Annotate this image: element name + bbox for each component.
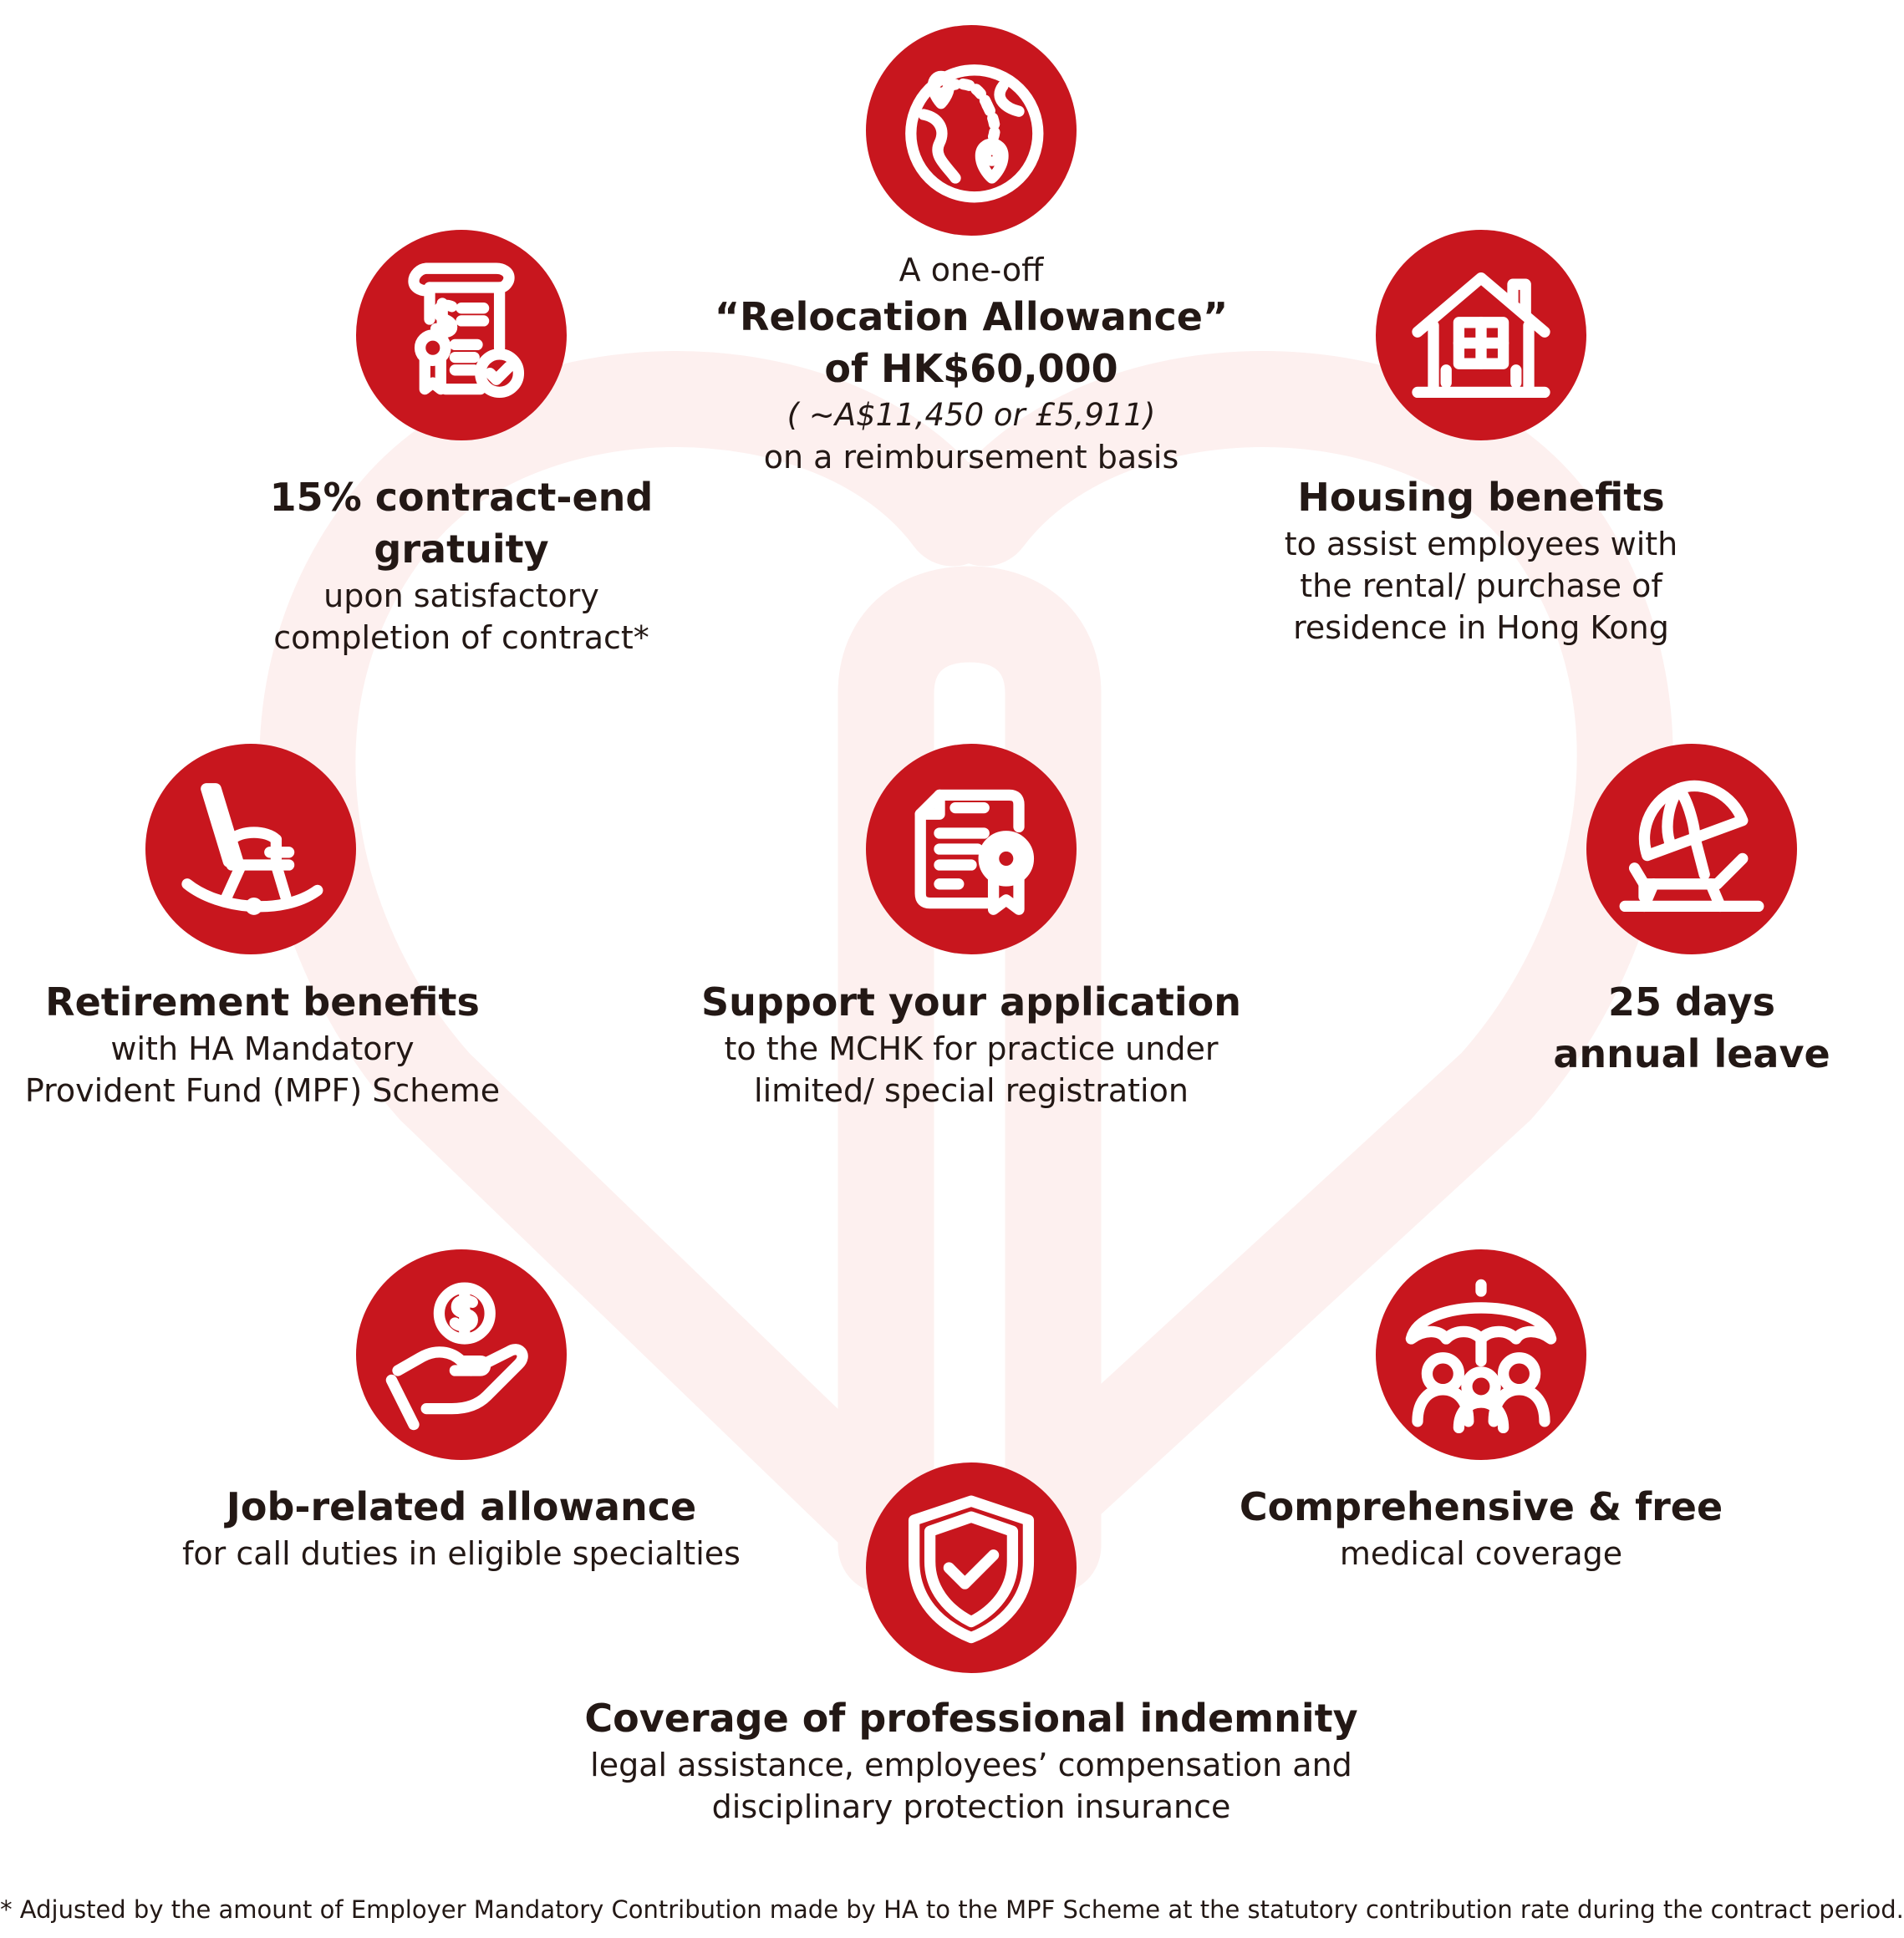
housing-desc-line3: residence in Hong Kong	[1293, 609, 1669, 646]
shield-check-icon	[908, 1495, 1035, 1644]
footnote: * Adjusted by the amount of Employer Man…	[0, 1895, 1904, 1924]
job-allowance-icon-circle	[356, 1249, 567, 1460]
retirement-desc-line2: Provident Fund (MPF) Scheme	[24, 1072, 501, 1109]
application-benefit: Support your application to the MCHK for…	[659, 976, 1283, 1111]
indemnity-desc-line1: legal assistance, employees’ compensatio…	[590, 1747, 1352, 1783]
medical-icon-circle	[1376, 1249, 1586, 1460]
medical-benefit: Comprehensive & free medical coverage	[1222, 1481, 1740, 1574]
application-desc-line1: to the MCHK for practice under	[724, 1030, 1219, 1067]
housing-desc-line1: to assist employees with	[1284, 526, 1678, 562]
house-icon	[1412, 272, 1550, 399]
gratuity-title-line1: 15% contract-end	[269, 475, 654, 520]
leave-title-line2: annual leave	[1553, 1031, 1830, 1076]
gratuity-desc-line2: completion of contract*	[273, 619, 649, 656]
indemnity-icon-circle	[866, 1462, 1077, 1673]
leave-benefit: 25 days annual leave	[1504, 976, 1879, 1080]
medical-title: Comprehensive & free	[1239, 1484, 1723, 1529]
relocation-title: “Relocation Allowance”	[714, 294, 1229, 339]
contract-certificate-icon	[408, 262, 525, 399]
relocation-icon-circle	[866, 25, 1077, 236]
gratuity-benefit: 15% contract-end gratuity upon satisfact…	[211, 471, 712, 659]
application-desc-line2: limited/ special registration	[754, 1072, 1189, 1109]
indemnity-desc-line2: disciplinary protection insurance	[711, 1788, 1231, 1825]
beach-umbrella-icon	[1619, 780, 1764, 913]
medical-desc: medical coverage	[1339, 1535, 1623, 1572]
leave-icon-circle	[1586, 744, 1797, 954]
job-allowance-benefit: Job-related allowance for call duties in…	[152, 1481, 771, 1574]
indemnity-title: Coverage of professional indemnity	[584, 1696, 1358, 1741]
retirement-benefit: Retirement benefits with HA Mandatory Pr…	[0, 976, 525, 1111]
relocation-desc: on a reimbursement basis	[763, 439, 1179, 476]
indemnity-benefit: Coverage of professional indemnity legal…	[509, 1692, 1433, 1828]
leave-title-line1: 25 days	[1608, 979, 1775, 1025]
retirement-icon-circle	[145, 744, 356, 954]
retirement-title: Retirement benefits	[45, 979, 480, 1025]
family-umbrella-icon	[1405, 1279, 1557, 1434]
job-allowance-desc: for call duties in eligible specialties	[182, 1535, 741, 1572]
hand-coin-icon	[385, 1282, 528, 1431]
relocation-benefit: A one-off “Relocation Allowance” of HK$6…	[659, 249, 1283, 478]
relocation-amount: of HK$60,000	[824, 346, 1118, 391]
application-icon-circle	[866, 744, 1077, 954]
relocation-pre: A one-off	[899, 252, 1044, 288]
housing-title: Housing benefits	[1297, 475, 1665, 520]
rocking-chair-icon	[181, 783, 323, 915]
gratuity-desc-line1: upon satisfactory	[323, 577, 599, 614]
gratuity-icon-circle	[356, 230, 567, 440]
housing-icon-circle	[1376, 230, 1586, 440]
retirement-desc-line1: with HA Mandatory	[110, 1030, 415, 1067]
gratuity-title-line2: gratuity	[374, 526, 549, 572]
relocation-currency-note: ( ~A$11,450 or £5,911)	[787, 397, 1156, 433]
housing-desc-line2: the rental/ purchase of	[1300, 567, 1662, 604]
housing-benefit: Housing benefits to assist employees wit…	[1218, 471, 1744, 649]
certificate-document-icon	[914, 789, 1035, 915]
application-title: Support your application	[701, 979, 1241, 1025]
job-allowance-title: Job-related allowance	[226, 1484, 697, 1529]
globe-route-icon	[905, 64, 1044, 203]
